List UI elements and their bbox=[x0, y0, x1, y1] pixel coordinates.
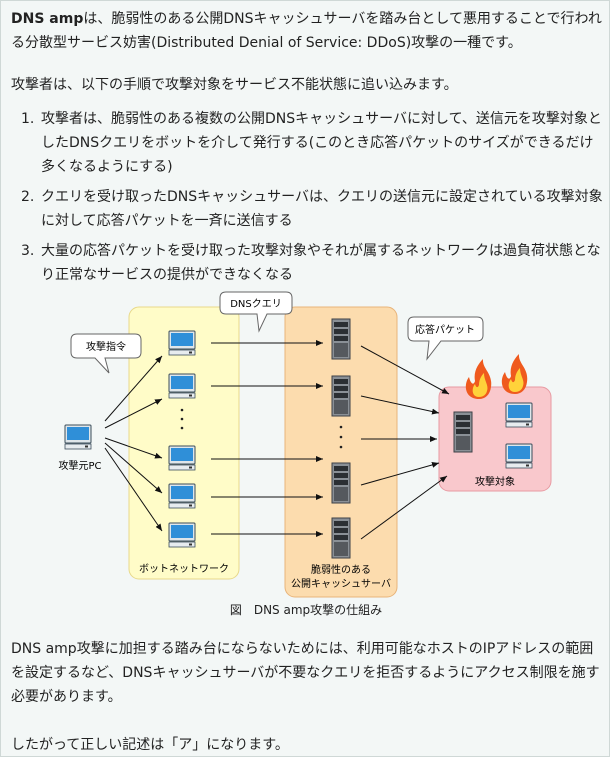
bot-pc-icon bbox=[168, 373, 196, 399]
step-text: 攻撃者は、脆弱性のある複数の公開DNSキャッシュサーバに対して、送信元を攻撃対象… bbox=[41, 111, 602, 175]
callout-query-label: DNSクエリ bbox=[230, 298, 282, 310]
step-number: 1. bbox=[21, 111, 35, 127]
flame-icon bbox=[465, 359, 492, 399]
target-server-icon bbox=[453, 411, 473, 453]
bot-pc-icon bbox=[168, 445, 196, 471]
step-number: 3. bbox=[21, 243, 35, 259]
callout-attack-label: 攻撃指令 bbox=[86, 340, 126, 353]
conclusion-paragraph: DNS amp攻撃に加担する踏み台にならないためには、利用可能なホストのIPアド… bbox=[11, 641, 600, 705]
callout-dns-query: DNSクエリ bbox=[219, 291, 293, 333]
attacker-pc-icon bbox=[64, 424, 92, 450]
bot-pc-icon bbox=[168, 522, 196, 548]
cache-server-zone bbox=[284, 306, 398, 598]
response-packet-arrows bbox=[360, 345, 450, 540]
target-pc-icon bbox=[505, 402, 533, 428]
step-text: クエリを受け取ったDNSキャッシュサーバは、クエリの送信元に設定されている攻撃対… bbox=[41, 189, 603, 229]
dns-amp-diagram: 攻撃指令 DNSクエリ 応答パケット 攻撃元PC ボットネットワーク bbox=[58, 291, 552, 598]
bot-network-label: ボットネットワーク bbox=[139, 563, 229, 575]
flame-icon bbox=[501, 354, 528, 394]
cache-server-icon bbox=[331, 517, 351, 559]
intro-text: は、脆弱性のある公開DNSキャッシュサーバを踏み台として悪用することで行われる分… bbox=[11, 11, 602, 51]
servers-label-line1: 脆弱性のある bbox=[311, 563, 371, 576]
list-item: 3. 大量の応答パケットを受け取った攻撃対象やそれが属するネットワークは過負荷状態… bbox=[11, 239, 603, 287]
step-number: 2. bbox=[21, 189, 35, 205]
callout-response-label: 応答パケット bbox=[415, 323, 475, 336]
list-item: 2. クエリを受け取ったDNSキャッシュサーバは、クエリの送信元に設定されている攻… bbox=[11, 185, 603, 233]
list-item: 1. 攻撃者は、脆弱性のある複数の公開DNSキャッシュサーバに対して、送信元を攻撃… bbox=[11, 107, 603, 179]
servers-label-line2: 公開キャッシュサーバ bbox=[291, 578, 391, 590]
callout-attack-command: 攻撃指令 bbox=[70, 333, 142, 374]
intro-paragraph: DNS ampは、脆弱性のある公開DNSキャッシュサーバを踏み台として悪用するこ… bbox=[11, 7, 603, 55]
ellipsis-icon bbox=[339, 425, 343, 449]
target-pc-icon bbox=[505, 443, 533, 469]
attack-command-arrows bbox=[104, 355, 163, 532]
callout-response-packet: 応答パケット bbox=[407, 316, 484, 361]
ellipsis-icon bbox=[180, 408, 184, 430]
bot-network-zone bbox=[128, 306, 240, 580]
step-text: 大量の応答パケットを受け取った攻撃対象やそれが属するネットワークは過負荷状態とな… bbox=[41, 243, 601, 283]
dns-query-arrows bbox=[211, 340, 323, 537]
bot-pc-icon bbox=[168, 330, 196, 356]
target-label: 攻撃対象 bbox=[475, 475, 515, 488]
figure-caption: 図 DNS amp攻撃の仕組み bbox=[229, 603, 383, 617]
procedure-intro: 攻撃者は、以下の手順で攻撃対象をサービス不能状態に追い込みます。 bbox=[11, 77, 458, 93]
attacker-pc-label: 攻撃元PC bbox=[58, 459, 101, 472]
cache-server-icon bbox=[331, 462, 351, 504]
answer-paragraph: したがって正しい記述は「ア」になります。 bbox=[11, 737, 289, 753]
cache-server-icon bbox=[331, 318, 351, 360]
bot-pc-icon bbox=[168, 483, 196, 509]
steps-list: 1. 攻撃者は、脆弱性のある複数の公開DNSキャッシュサーバに対して、送信元を攻撃… bbox=[11, 107, 603, 293]
term-dns-amp: DNS amp bbox=[11, 11, 84, 27]
cache-server-icon bbox=[331, 375, 351, 417]
